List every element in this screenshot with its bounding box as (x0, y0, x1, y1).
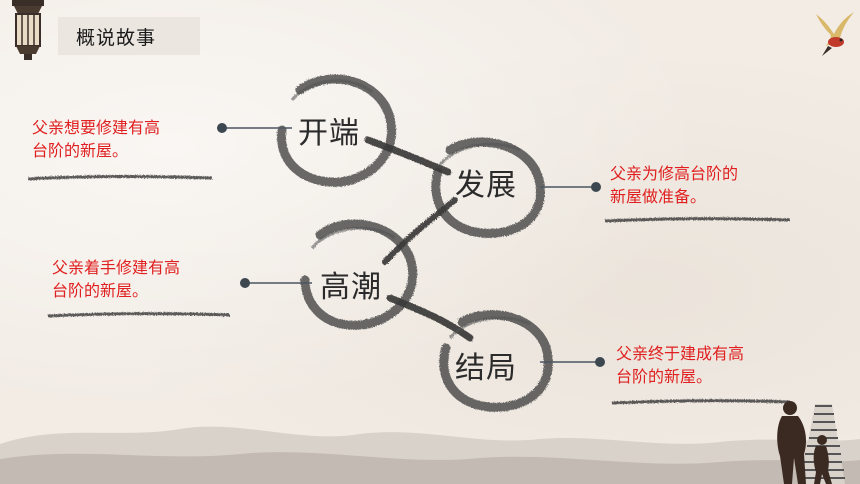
desc-climax-line2: 台阶的新屋。 (52, 281, 149, 300)
ink-mountains (0, 401, 860, 484)
desc-climax-line1: 父亲着手修建有高 (52, 258, 181, 277)
desc-develop-line2: 新屋做准备。 (610, 187, 707, 206)
desc-ending-line2: 台阶的新屋。 (616, 367, 713, 386)
node-circle-develop (431, 137, 545, 238)
node-circle-start (277, 74, 397, 187)
node-label-ending: 结局 (455, 351, 517, 386)
swallow-icon (816, 12, 854, 56)
node-label-climax: 高潮 (320, 270, 382, 305)
desc-start: 父亲想要修建有高 台阶的新屋。 (32, 116, 160, 162)
node-circle-climax (300, 219, 418, 330)
underline-strokes (27, 175, 791, 405)
desc-ending: 父亲终于建成有高 台阶的新屋。 (616, 342, 744, 388)
pointer-develop (540, 182, 601, 192)
desc-start-line1: 父亲想要修建有高 (32, 118, 161, 137)
page-title: 概说故事 (76, 26, 157, 49)
desc-ending-line1: 父亲终于建成有高 (616, 344, 745, 363)
node-label-develop: 发展 (455, 168, 517, 203)
pointer-ending (540, 357, 605, 367)
pointer-climax (240, 278, 312, 288)
desc-start-line2: 台阶的新屋。 (32, 141, 129, 160)
desc-develop: 父亲为修高台阶的 新屋做准备。 (610, 162, 738, 208)
desc-climax: 父亲着手修建有高 台阶的新屋。 (52, 256, 180, 302)
desc-develop-line1: 父亲为修高台阶的 (610, 164, 739, 183)
lantern-icon (12, 0, 44, 60)
node-label-start: 开端 (298, 116, 360, 151)
pointer-start (217, 123, 292, 133)
node-circle-ending (439, 310, 553, 412)
title-box: 概说故事 (58, 17, 200, 55)
father-child-silhouette (777, 401, 832, 484)
